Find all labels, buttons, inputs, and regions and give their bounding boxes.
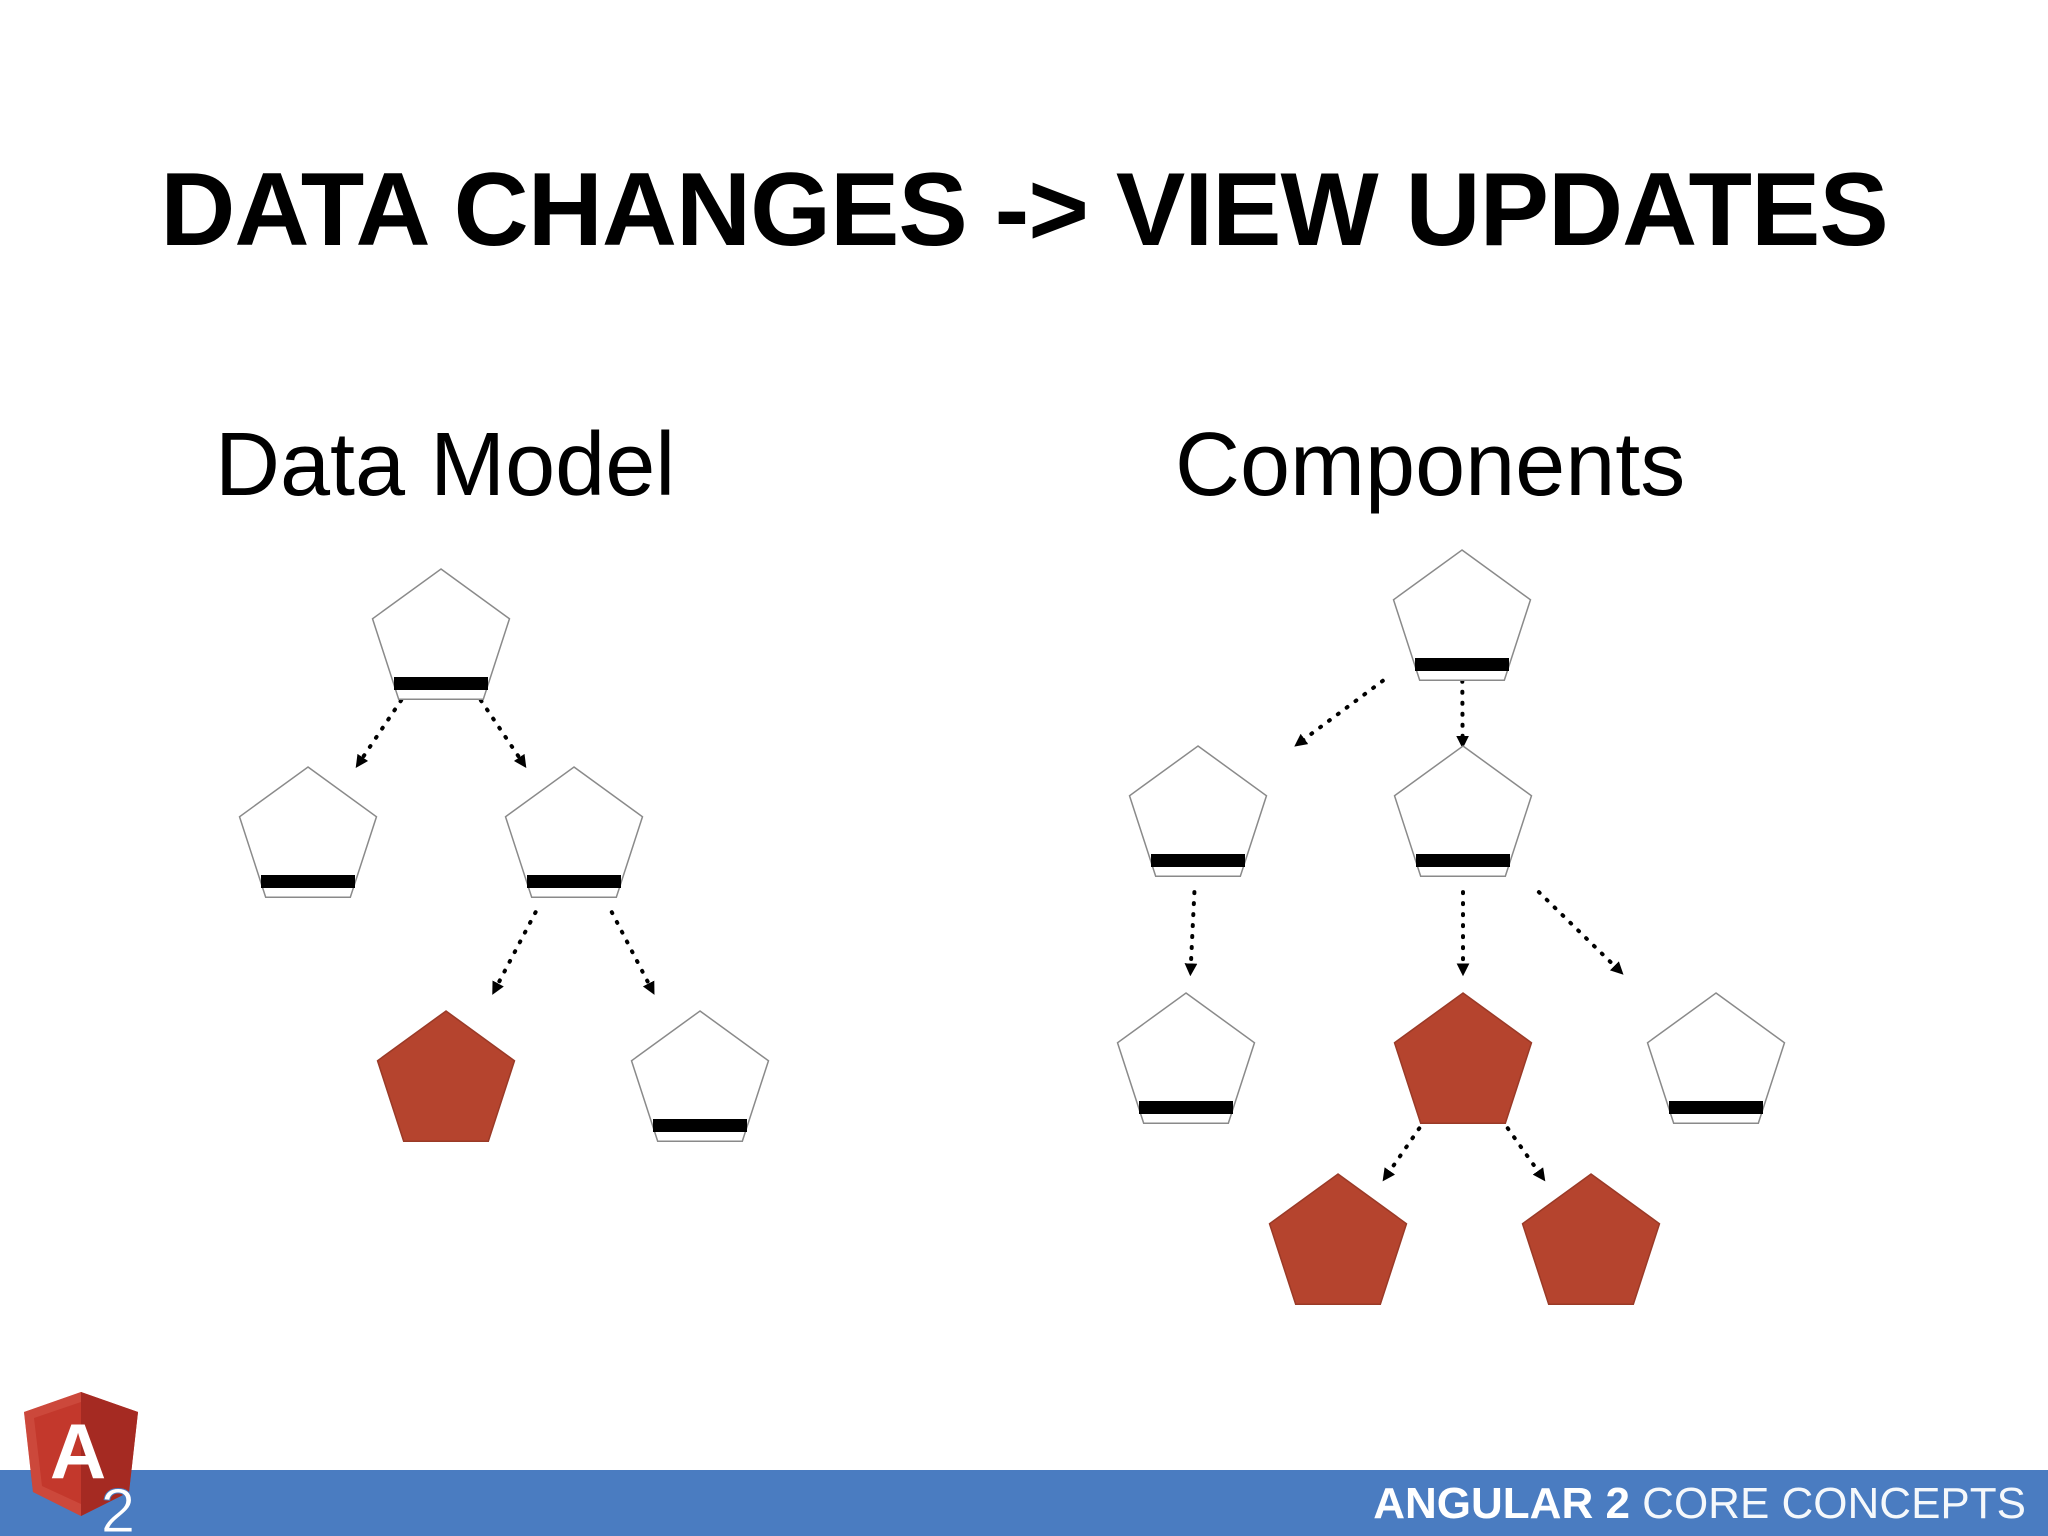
footer-bar [0,1470,2048,1536]
node-bar-components-left-child [1139,1101,1233,1114]
footer-bold-text: ANGULAR 2 [1373,1479,1630,1528]
components-heading: Components [1175,415,1686,515]
node-components-left-child [1116,992,1256,1124]
slide-title: DATA CHANGES -> VIEW UPDATES [160,152,1889,268]
node-bar-components-left [1151,854,1245,867]
node-components-right-left [1393,992,1533,1124]
logo-letter: A [50,1407,106,1495]
data-model-heading: Data Model [215,415,676,515]
node-data_model-right-left [376,1010,516,1142]
node-bar-components-root [1415,658,1509,671]
edge-arrow-data_model-root-right [478,698,527,769]
edge-arrow-components-left-left-child [1184,890,1198,977]
node-data_model-left [238,766,378,898]
node-bar-data_model-root [394,677,488,690]
edge-arrow-components-right-left-rl-left [1382,1117,1428,1182]
edge-arrow-components-right-left-rl-right [1499,1117,1546,1182]
edge-arrow-data_model-right-right-right [609,910,655,995]
node-data_model-right [504,766,644,898]
node-data_model-right-right [630,1010,770,1142]
logo-number: 2 [101,1477,135,1536]
edge-arrow-data_model-right-right-left [492,910,538,995]
node-components-left [1128,745,1268,877]
footer-label: ANGULAR 2 CORE CONCEPTS [1373,1482,2026,1526]
angular-logo-icon: A 2 [24,1392,138,1536]
node-bar-data_model-right-right [653,1119,747,1132]
node-components-right-right [1646,992,1786,1124]
footer-light-text: CORE CONCEPTS [1642,1479,2026,1528]
node-bar-data_model-right [527,875,621,888]
edge-arrow-data_model-root-left [355,698,404,769]
node-components-rl-left [1268,1173,1408,1305]
node-components-right [1393,745,1533,877]
edge-arrow-components-right-right-right [1536,890,1624,975]
node-bar-components-right [1416,854,1510,867]
node-components-rl-right [1521,1173,1661,1305]
node-bar-components-right-right [1669,1101,1763,1114]
edge-arrow-components-root-left [1294,678,1385,747]
node-components-root [1392,549,1532,681]
node-data_model-root [371,568,511,700]
node-bar-data_model-left [261,875,355,888]
